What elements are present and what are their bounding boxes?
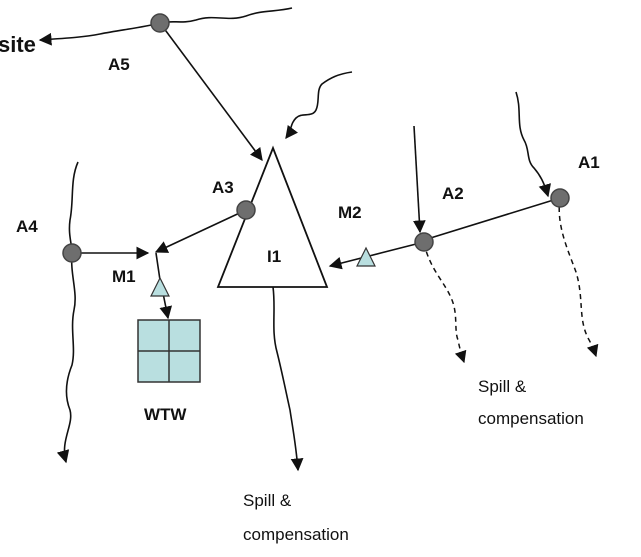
label-a5: A5 (108, 55, 130, 74)
label-a4: A4 (16, 217, 38, 236)
river-a4 (56, 161, 79, 464)
label-m1: M1 (112, 267, 136, 286)
label-i1: I1 (267, 247, 281, 266)
note-spill-bottom-2: compensation (243, 525, 349, 544)
label-m2: M2 (338, 203, 362, 222)
link-a3-m1 (154, 209, 247, 253)
meter-m2 (356, 246, 376, 267)
spill-a2 (423, 242, 467, 364)
node-a2 (414, 232, 434, 252)
wtw-treatment-works (137, 319, 201, 383)
river-a1 (515, 91, 551, 198)
reservoir-i1 (216, 145, 329, 288)
label-site: site (0, 32, 36, 57)
node-a5 (150, 13, 170, 33)
node-a1 (550, 188, 570, 208)
spill-a1 (558, 197, 599, 358)
link-a1-a2 (423, 197, 561, 241)
node-a4 (62, 243, 82, 263)
inflow-i1 (285, 71, 353, 140)
label-a3: A3 (212, 178, 234, 197)
node-a3 (236, 200, 256, 220)
link-a2-i1 (328, 241, 425, 270)
label-a2: A2 (442, 184, 464, 203)
reservoir-spill-outflow (272, 286, 304, 472)
note-spill-bottom-1: Spill & (243, 491, 292, 510)
label-a1: A1 (578, 153, 600, 172)
river-a5 (38, 7, 293, 46)
river-a2 (412, 125, 426, 234)
link-a5-i1 (159, 22, 263, 162)
label-wtw: WTW (144, 405, 187, 424)
note-spill-right-2: compensation (478, 409, 584, 428)
note-spill-right-1: Spill & (478, 377, 527, 396)
meter-m1 (150, 276, 170, 297)
